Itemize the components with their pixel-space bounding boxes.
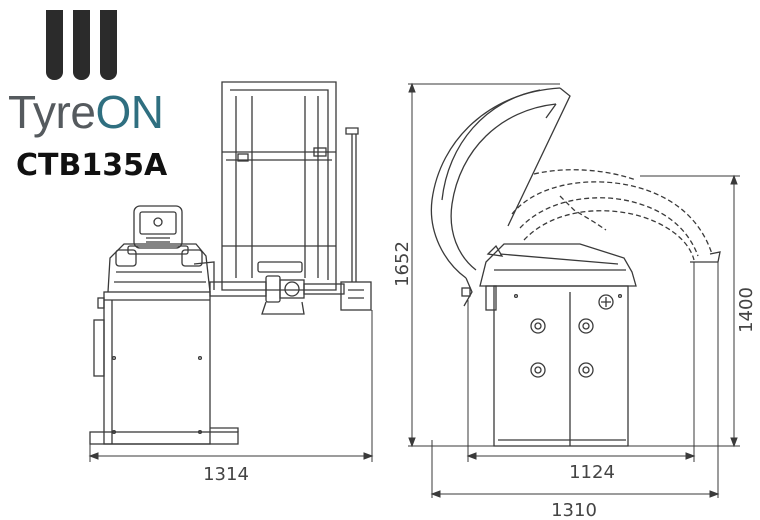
front-cabinet bbox=[89, 291, 239, 445]
dim-label-1652: 1652 bbox=[392, 241, 413, 287]
dim-label-1124: 1124 bbox=[569, 462, 615, 483]
brand-name-on: ON bbox=[95, 86, 164, 138]
side-view bbox=[430, 87, 721, 447]
dim-label-1400: 1400 bbox=[736, 287, 757, 333]
side-hood-lowered bbox=[511, 169, 713, 261]
side-top-body bbox=[479, 243, 721, 287]
dim-label-1314: 1314 bbox=[203, 464, 249, 485]
logo-bars-icon bbox=[46, 10, 118, 82]
front-console bbox=[107, 205, 215, 293]
side-hood-raised bbox=[430, 87, 571, 307]
dimension-lines bbox=[88, 82, 740, 498]
brand-name: TyreON bbox=[8, 86, 164, 138]
front-shaft bbox=[209, 261, 345, 315]
brand-name-tyre: Tyre bbox=[8, 86, 96, 138]
front-view bbox=[89, 81, 372, 445]
side-cabinet bbox=[485, 285, 629, 447]
model-number: CTB135A bbox=[16, 148, 168, 183]
dim-label-1310: 1310 bbox=[551, 500, 597, 520]
front-wheel-guard bbox=[221, 81, 337, 291]
front-arm bbox=[340, 127, 372, 311]
